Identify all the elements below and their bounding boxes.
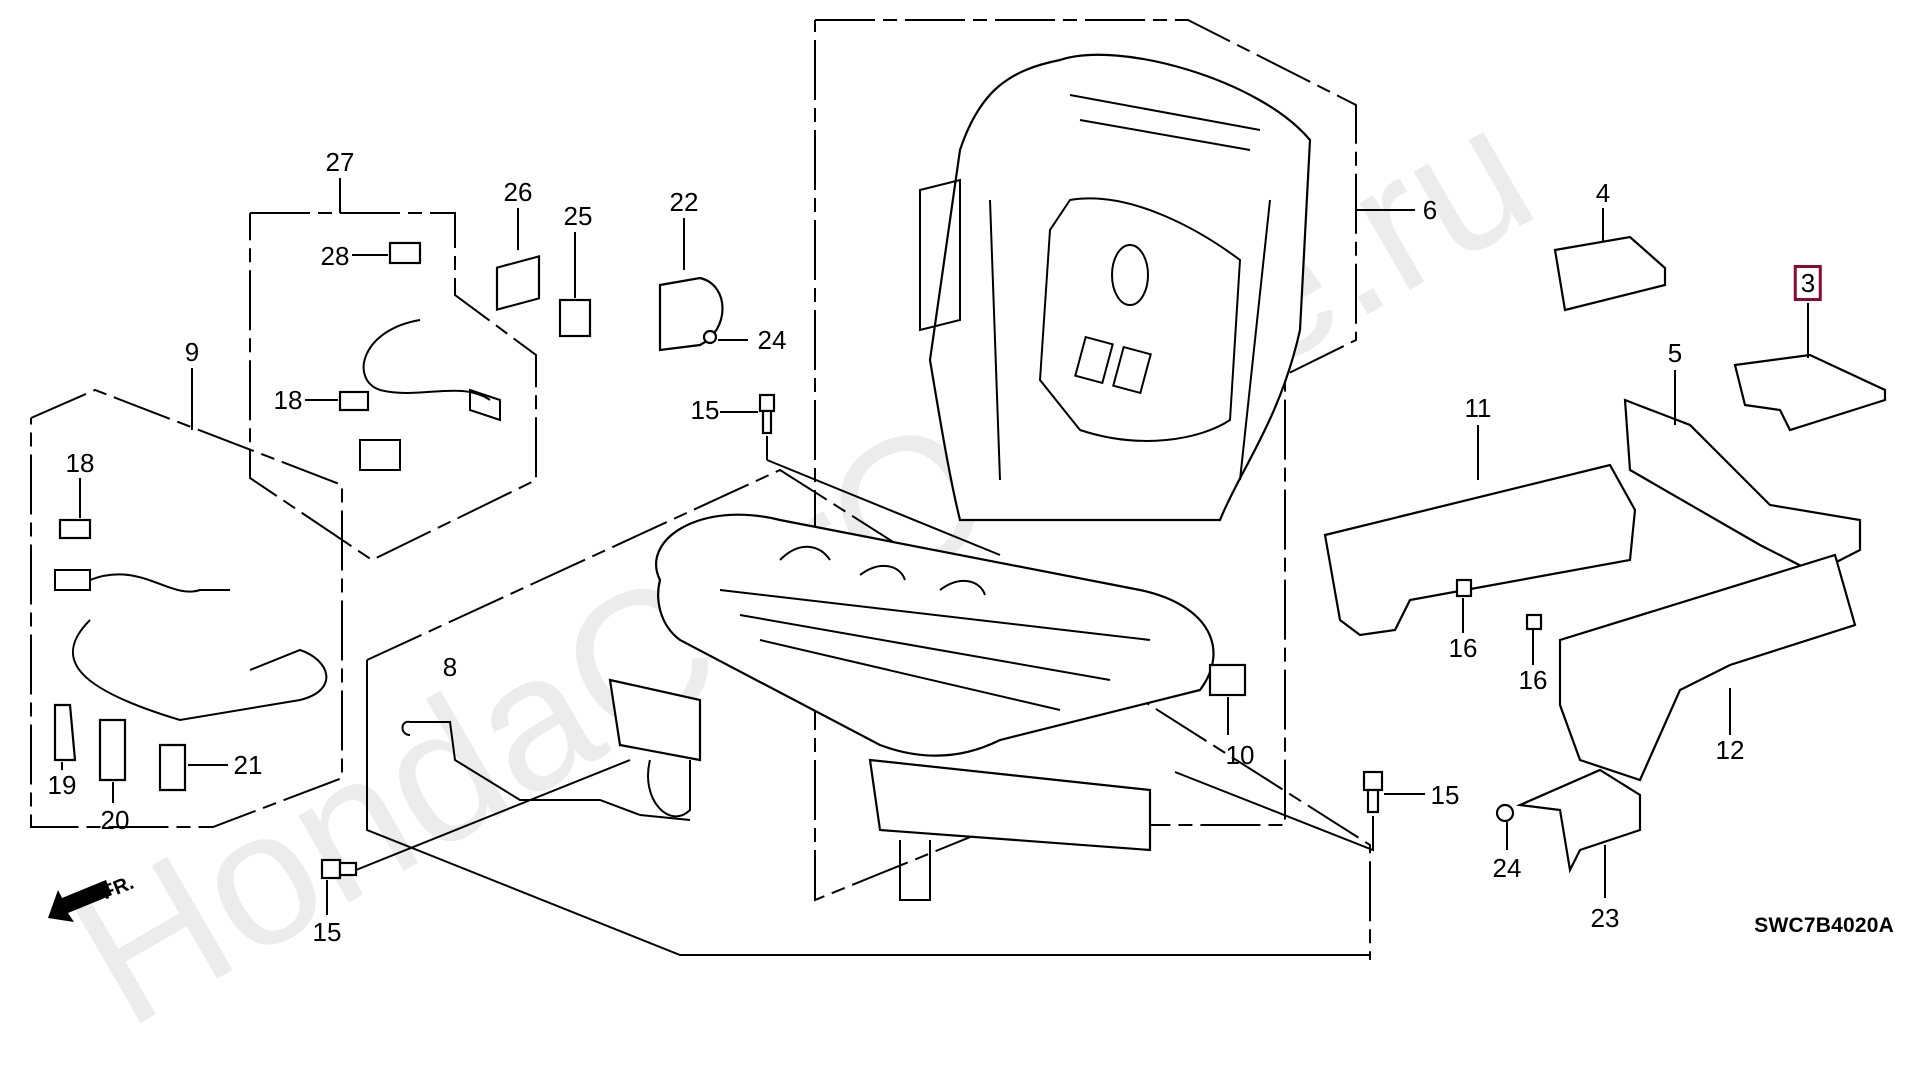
harness-27 (359, 319, 501, 471)
callout-4[interactable]: 4 (1595, 178, 1611, 208)
group-box-9 (30, 388, 343, 828)
diagram-linework (30, 19, 1887, 960)
callout-18-left[interactable]: 18 (65, 448, 95, 478)
seat-cushion-frame (608, 513, 1215, 901)
part-8-cable (401, 720, 691, 821)
clip-10 (1208, 663, 1247, 697)
clip-28 (388, 241, 422, 265)
callout-28[interactable]: 28 (320, 241, 350, 271)
clip-19 (53, 703, 77, 762)
cover-3 (1733, 353, 1887, 432)
diagram-code: SWC7B4020A (1754, 914, 1894, 937)
callout-15-right[interactable]: 15 (1430, 780, 1460, 810)
relay-26 (495, 254, 541, 312)
bolt-15-top (758, 393, 776, 435)
callout-10[interactable]: 10 (1225, 740, 1255, 770)
callout-15-bottom[interactable]: 15 (312, 917, 342, 947)
relay-25 (558, 298, 592, 338)
harness-9 (54, 569, 328, 722)
frame-lower-edge (366, 660, 1370, 956)
front-direction-arrow (48, 880, 112, 922)
side-cover-11 (1323, 463, 1637, 637)
clip-16b (1525, 613, 1543, 631)
callout-16a[interactable]: 16 (1448, 633, 1478, 663)
callout-22[interactable]: 22 (669, 187, 699, 217)
callout-5[interactable]: 5 (1667, 338, 1683, 368)
screw-24-right (1495, 803, 1515, 823)
callout-6[interactable]: 6 (1422, 195, 1438, 225)
callout-24-top[interactable]: 24 (757, 325, 787, 355)
clip-20 (98, 718, 127, 782)
callout-12[interactable]: 12 (1715, 735, 1745, 765)
callout-9[interactable]: 9 (184, 337, 200, 367)
side-cover-12 (1558, 553, 1857, 782)
bracket-23 (1515, 768, 1642, 874)
seat-back-frame (919, 53, 1312, 522)
clip-16a (1455, 578, 1473, 598)
callout-19[interactable]: 19 (47, 770, 77, 800)
callout-24-right[interactable]: 24 (1492, 853, 1522, 883)
cover-5 (1623, 398, 1862, 575)
callout-23[interactable]: 23 (1590, 903, 1620, 933)
clip-18-harness (338, 390, 370, 412)
clip-21 (158, 743, 187, 792)
callout-18-harness[interactable]: 18 (273, 385, 303, 415)
group-box-8 (366, 468, 1371, 960)
callout-11[interactable]: 11 (1464, 393, 1492, 423)
bolt-15-bottom (320, 858, 358, 880)
callout-21[interactable]: 21 (233, 750, 263, 780)
callout-25[interactable]: 25 (563, 201, 593, 231)
group-box-27 (249, 212, 537, 562)
callout-3-highlighted[interactable]: 3 (1793, 265, 1823, 301)
callout-27[interactable]: 27 (325, 147, 355, 177)
callout-8[interactable]: 8 (442, 652, 458, 682)
bolt-15-right (1362, 770, 1384, 814)
callout-20[interactable]: 20 (100, 805, 130, 835)
cover-4 (1553, 235, 1667, 312)
clip-18-left (58, 518, 92, 540)
callout-15-top[interactable]: 15 (690, 395, 720, 425)
callout-16b[interactable]: 16 (1518, 665, 1548, 695)
callout-26[interactable]: 26 (503, 177, 533, 207)
group-box-6 (814, 19, 1357, 902)
parts-diagram: HondaCarOnline.ru (30, 19, 1894, 1066)
